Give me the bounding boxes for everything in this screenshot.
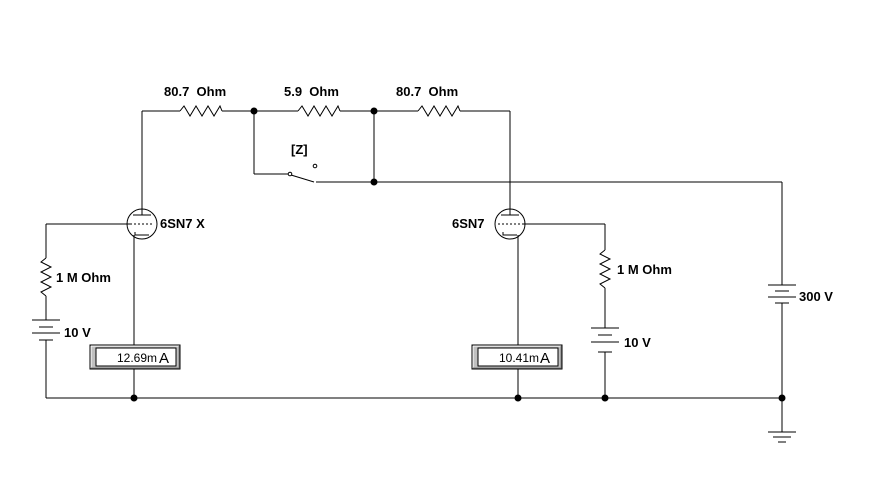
source-label: 10 V [624, 335, 651, 350]
meter-unit: A [540, 350, 550, 367]
resistor-label: 5.9 Ohm [284, 84, 339, 99]
tube-left[interactable]: 6SN7 X [118, 208, 205, 240]
resistor-label: 80.7 Ohm [396, 84, 458, 99]
meter-unit: A [159, 350, 169, 367]
source-label: 300 V [799, 289, 833, 304]
meter-value: 10.41m [499, 351, 539, 365]
junctions [130, 107, 786, 402]
ammeter-left[interactable]: 12.69m A [89, 344, 181, 370]
wires [45, 110, 783, 432]
resistor-label: 1 M Ohm [56, 270, 111, 285]
meter-value: 12.69m [117, 351, 157, 365]
resistor-label: 80.7 Ohm [164, 84, 226, 99]
source-label: 10 V [64, 325, 91, 340]
battery-supply[interactable]: 300 V [768, 284, 833, 304]
resistor-top-left[interactable]: 80.7 Ohm [164, 84, 226, 117]
resistor-grid-left[interactable]: 1 M Ohm [39, 257, 111, 297]
resistor-grid-right[interactable]: 1 M Ohm [598, 249, 672, 289]
switch-contact-open [312, 163, 318, 169]
ammeter-right[interactable]: 10.41m A [471, 344, 563, 370]
junction-dot [130, 394, 138, 402]
resistor-top-right[interactable]: 80.7 Ohm [396, 84, 461, 117]
battery-bias-left[interactable]: 10 V [32, 319, 91, 341]
junction-dot [250, 107, 258, 115]
resistor-label: 1 M Ohm [617, 262, 672, 277]
tube-label: 6SN7 X [160, 216, 205, 231]
junction-dot [370, 107, 378, 115]
junction-dot [601, 394, 609, 402]
switch[interactable]: [Z] [287, 142, 318, 183]
battery-bias-right[interactable]: 10 V [591, 327, 651, 353]
tube-label: 6SN7 [452, 216, 485, 231]
junction-dot [514, 394, 522, 402]
resistor-top-mid[interactable]: 5.9 Ohm [284, 84, 341, 117]
switch-key-label: [Z] [291, 142, 308, 157]
ground-icon [768, 431, 796, 443]
junction-dot [370, 178, 378, 186]
junction-dot [778, 394, 786, 402]
tube-right[interactable]: 6SN7 [452, 208, 530, 240]
